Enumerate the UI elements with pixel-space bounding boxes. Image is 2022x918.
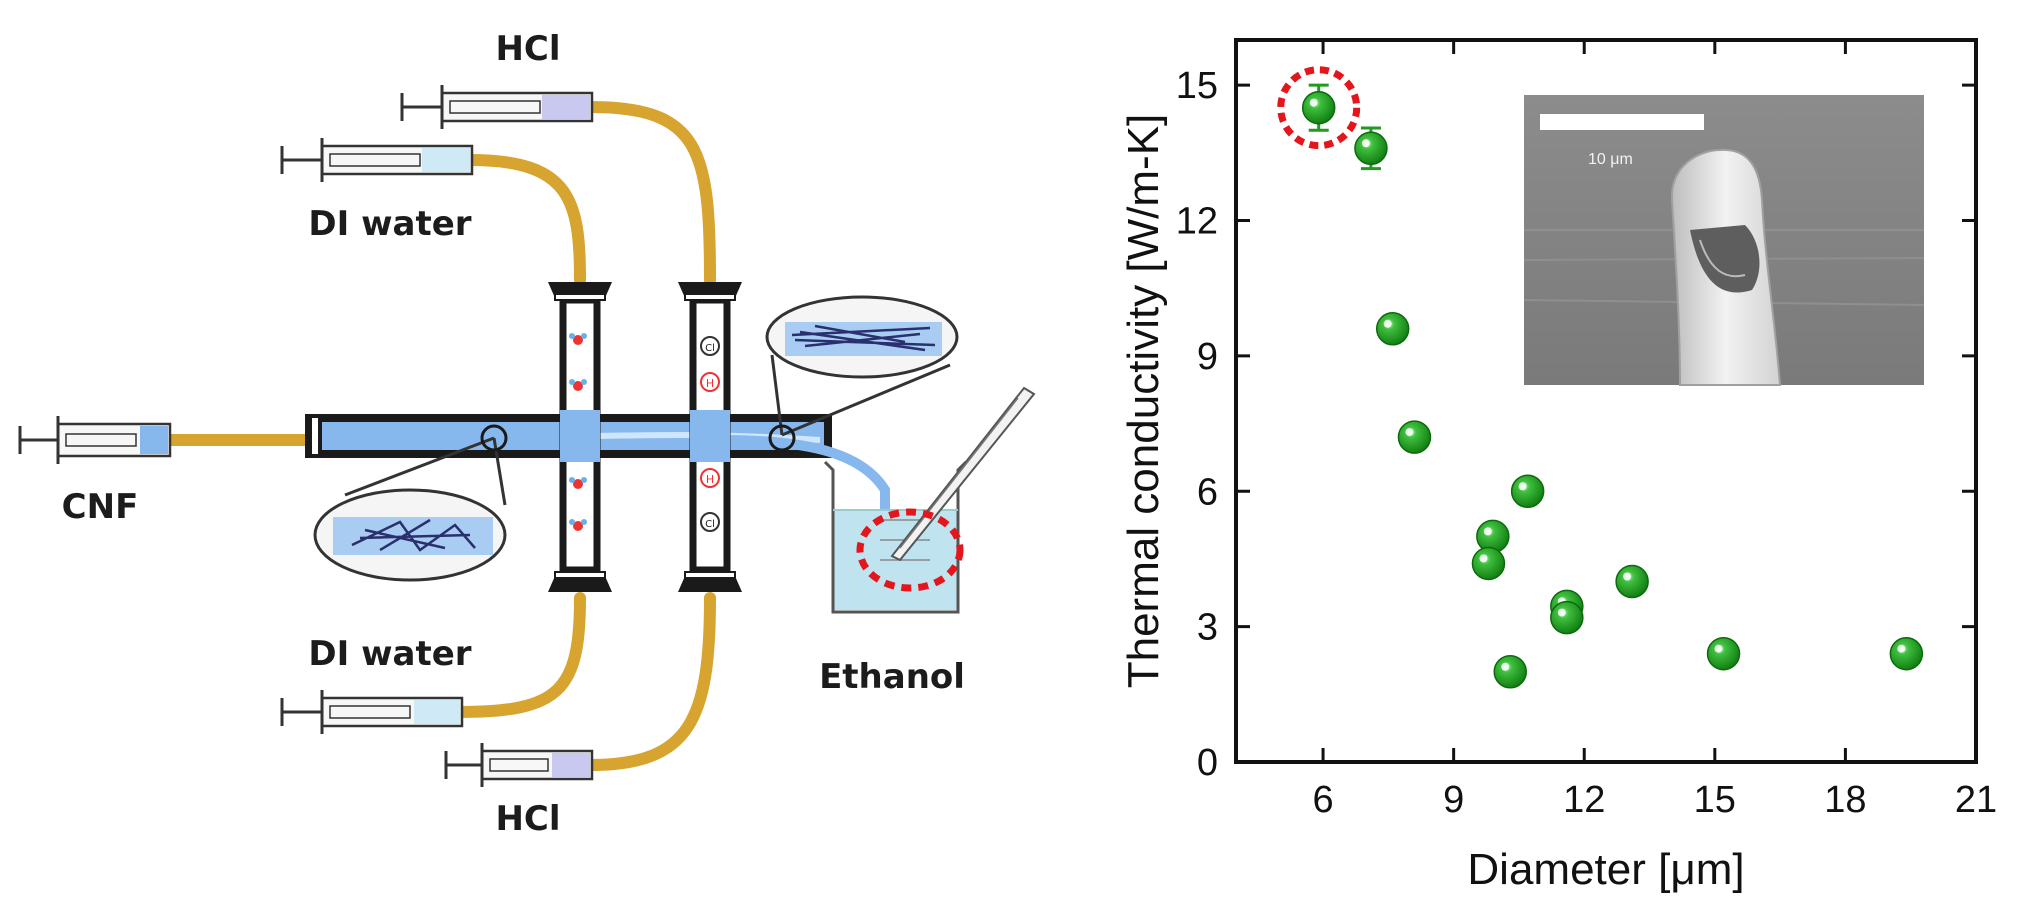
microfluidic-schematic: Cl H H Cl (18, 29, 1036, 839)
y-tick-label: 9 (1197, 336, 1218, 378)
point-highlight (1479, 554, 1488, 563)
channel-vertical-left (548, 282, 612, 592)
point-marker (1397, 420, 1432, 454)
point-highlight (1405, 428, 1414, 437)
sem-inset: 10 μm (1523, 95, 1925, 386)
point-marker (1550, 600, 1584, 635)
data-point (1397, 420, 1432, 454)
point-marker (1301, 90, 1336, 125)
x-tick-label: 9 (1443, 779, 1464, 821)
point-highlight (1714, 644, 1723, 653)
point-highlight (1361, 139, 1370, 148)
point-marker (1471, 546, 1506, 581)
ion-h-label: H (706, 377, 714, 390)
syringe-di-water-bottom (280, 690, 464, 734)
point-marker (1493, 655, 1527, 689)
x-tick-label: 18 (1824, 779, 1866, 821)
syringe-cnf (18, 416, 172, 464)
point-highlight (1518, 482, 1527, 491)
data-point (1354, 126, 1388, 171)
data-points (1277, 66, 1924, 689)
syringe-hcl-top (400, 85, 594, 129)
x-tick-label: 6 (1312, 779, 1333, 821)
data-point (1889, 636, 1924, 671)
x-tick-label: 21 (1955, 779, 1997, 821)
point-marker (1615, 564, 1649, 599)
y-tick-label: 3 (1197, 607, 1218, 649)
data-point (1375, 312, 1410, 346)
data-point (1550, 600, 1584, 635)
label-hcl-top: HCl (495, 29, 560, 69)
ion-h-label: H (706, 473, 714, 486)
label-ethanol: Ethanol (819, 657, 965, 697)
label-di-water-top: DI water (308, 204, 471, 244)
beaker (823, 386, 1036, 614)
ion-cl-label: Cl (705, 519, 715, 530)
scale-bar-label: 10 μm (1588, 151, 1633, 168)
zoom-callout-upper (765, 295, 959, 452)
tubing (164, 101, 716, 771)
label-di-water-bottom: DI water (308, 634, 471, 674)
syringe-di-water-top (280, 138, 474, 182)
y-axis-label: Thermal conductivity [W/m-K] (1119, 114, 1168, 689)
thermal-conductivity-chart: 10 μm 6 9 12 15 18 21 0 3 6 9 12 15 Diameter [μm] T… (1119, 38, 1997, 894)
syringe-hcl-bottom (444, 743, 594, 787)
point-marker (1375, 312, 1410, 346)
point-highlight (1483, 527, 1492, 536)
zoom-callout-lower (313, 424, 508, 582)
data-point (1277, 66, 1361, 150)
axis-ticks: 6 9 12 15 18 21 0 3 6 9 12 15 (1176, 40, 1997, 821)
data-point (1471, 546, 1506, 581)
y-tick-label: 12 (1176, 201, 1218, 243)
point-marker (1889, 636, 1924, 671)
y-tick-label: 15 (1176, 65, 1218, 107)
ions: Cl H H Cl (700, 336, 720, 532)
water-molecules (569, 333, 587, 531)
point-highlight (1309, 98, 1318, 107)
y-tick-label: 6 (1197, 471, 1218, 513)
label-hcl-bottom: HCl (495, 799, 560, 839)
scale-bar (1540, 114, 1704, 130)
x-tick-label: 12 (1563, 779, 1605, 821)
data-point (1706, 636, 1741, 671)
x-axis-label: Diameter [μm] (1467, 845, 1744, 894)
data-point (1510, 474, 1545, 508)
data-point (1493, 655, 1527, 689)
point-highlight (1557, 608, 1566, 617)
data-point (1615, 564, 1649, 599)
ion-cl-label: Cl (705, 343, 715, 354)
point-marker (1706, 636, 1741, 671)
point-highlight (1897, 644, 1906, 653)
highlight-circle (1277, 66, 1361, 150)
point-highlight (1383, 319, 1392, 328)
point-marker (1510, 474, 1545, 508)
point-marker (1354, 131, 1388, 166)
x-tick-label: 15 (1694, 779, 1736, 821)
point-highlight (1501, 662, 1510, 671)
y-tick-label: 0 (1197, 742, 1218, 784)
point-highlight (1623, 572, 1632, 581)
highlight-circle-beaker (856, 508, 964, 592)
label-cnf: CNF (62, 487, 139, 527)
